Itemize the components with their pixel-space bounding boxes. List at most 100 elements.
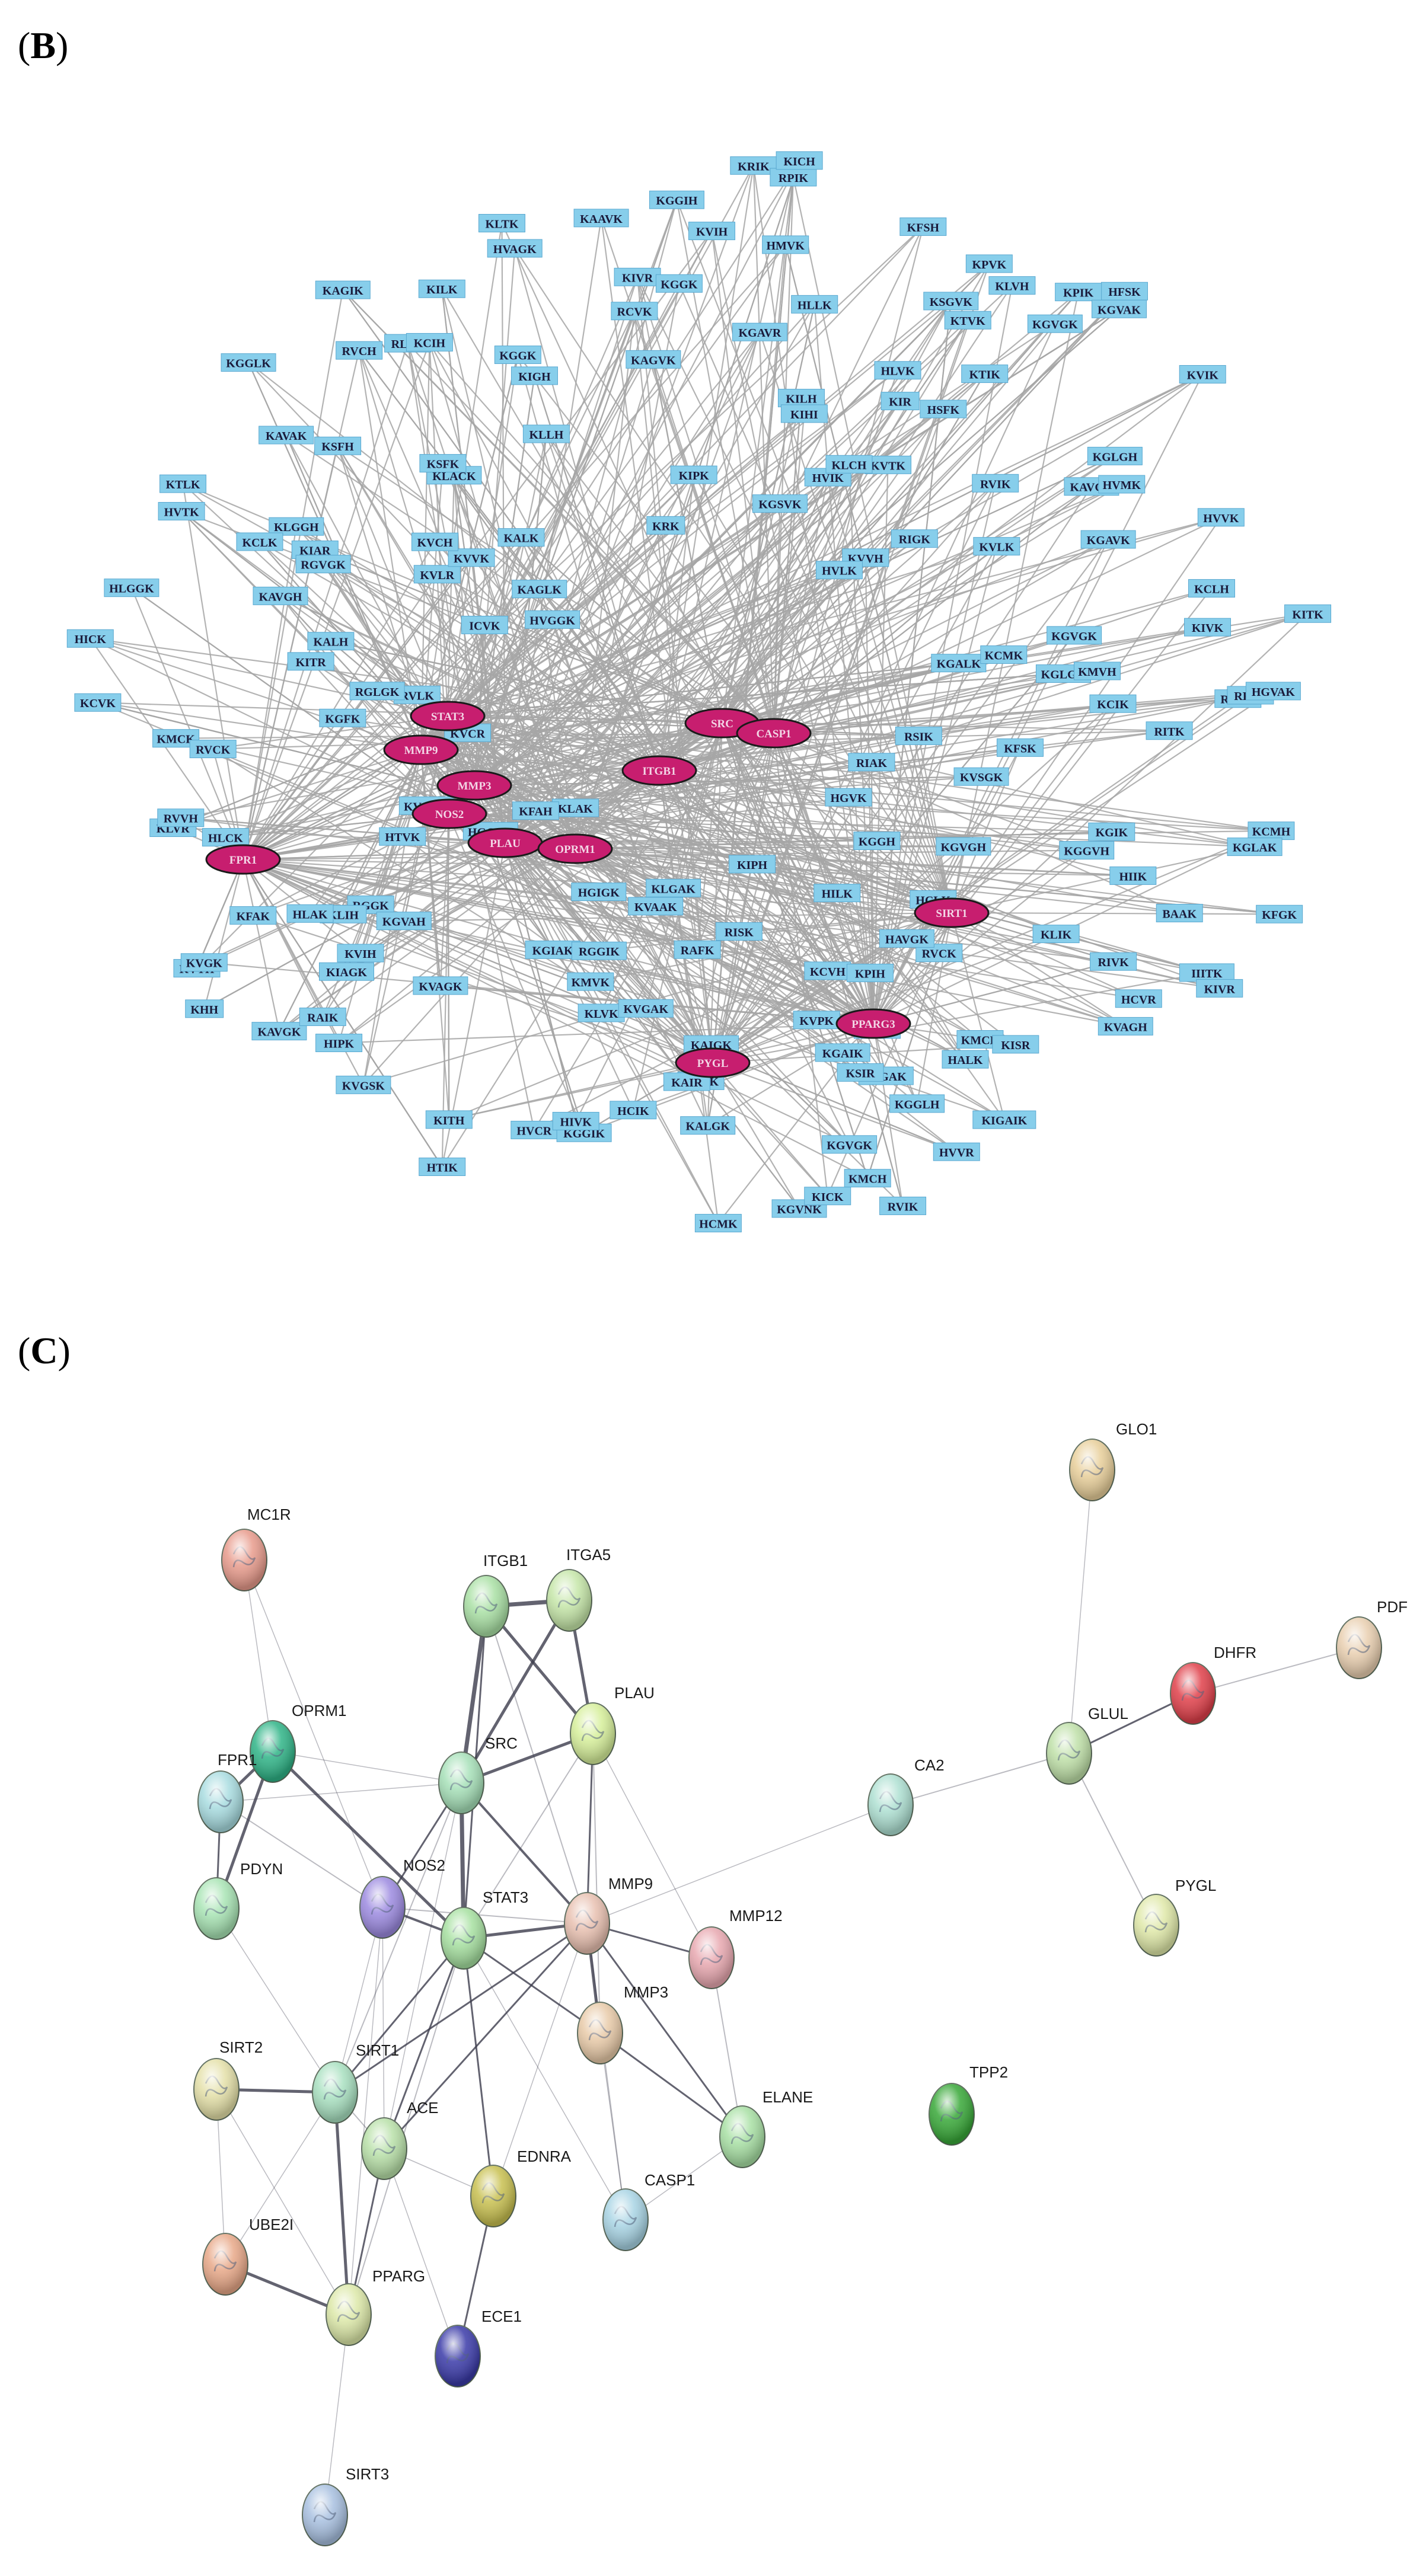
peptide-node-label: KITR: [296, 656, 327, 669]
peptide-node-kalk: KALK: [497, 528, 545, 547]
protein-node-label: CASP1: [645, 2171, 695, 2189]
network-c-edge-src-mmp9: [460, 1782, 588, 1925]
protein-node-bubble: [250, 1720, 296, 1783]
peptide-node-kalgk: KALGK: [680, 1116, 736, 1135]
protein-node-mmp3: MMP3: [577, 1983, 668, 2064]
peptide-node-box: [419, 454, 467, 473]
network-b-edge: [722, 319, 969, 724]
network-b-edge: [773, 733, 918, 1104]
peptide-node-label: KGGK: [499, 350, 537, 363]
network-b-edge: [707, 1023, 874, 1126]
peptide-node-label: IIITK: [1191, 967, 1223, 980]
peptide-node-label: KFAH: [519, 806, 553, 819]
peptide-node-box: [286, 904, 334, 923]
protein-node-label: SRC: [485, 1734, 518, 1752]
network-b-edge: [951, 912, 1139, 999]
peptide-node-label: KMCK: [157, 733, 195, 746]
network-b-edge: [722, 723, 908, 939]
peptide-node-ksgvk: KSGVK: [923, 292, 979, 311]
peptide-node-box: [269, 517, 324, 536]
peptide-node-box: [670, 465, 717, 484]
peptide-node-label: KGVGK: [1032, 318, 1078, 331]
peptide-node-kgglk: KGGLK: [221, 353, 276, 372]
protein-structure-icon: [371, 1893, 394, 1915]
network-b-edge: [243, 503, 781, 860]
peptide-node-box: [923, 292, 979, 311]
peptide-node-kcmk: KCMK: [980, 645, 1028, 664]
network-b-edge: [447, 301, 952, 717]
peptide-node-hvagk: HVAGK: [487, 239, 543, 258]
network-c-edge-sirt1-ube2i: [225, 2092, 336, 2265]
network-b-edge: [659, 770, 1016, 1045]
network-b-edge: [243, 413, 805, 860]
peptide-node-label: KTLK: [166, 478, 200, 491]
protein-structure-icon: [205, 1894, 228, 1916]
network-b-edges: [90, 160, 1309, 1224]
network-b-edge: [90, 638, 422, 751]
peptide-node-label: KGVAK: [1098, 303, 1141, 317]
network-c-edge-ube2i-pparg: [225, 2262, 349, 2316]
peptide-node-rcvk: RCVK: [611, 302, 658, 321]
network-b-edge: [436, 574, 451, 814]
peptide-node-box: [418, 279, 465, 298]
peptide-node-box: [879, 1196, 927, 1215]
network-c-edge-mmp9-casp1: [586, 1923, 626, 2220]
network-b-edge: [722, 285, 1013, 724]
peptide-node-kvlk: KVLK: [973, 537, 1020, 556]
peptide-node-hcmk: HCMK: [694, 1214, 742, 1233]
network-b-edge: [446, 276, 639, 717]
peptide-node-label: HVVR: [939, 1146, 974, 1159]
network-c-edge-src-stat3: [459, 1782, 466, 1939]
peptide-node-label: HCMK: [699, 1218, 738, 1231]
target-node-ellipse: [383, 734, 459, 765]
peptide-node-box: [571, 883, 627, 902]
peptide-node-box: [1073, 661, 1121, 680]
peptide-node-box: [315, 280, 371, 299]
protein-structure-icon: [209, 1788, 232, 1810]
peptide-node-label: KCIK: [1097, 698, 1129, 711]
network-b-edge: [773, 503, 781, 734]
network-b-edge: [420, 749, 1087, 851]
network-b-edge: [712, 846, 964, 1063]
peptide-node-kvvk: KVVK: [448, 548, 495, 567]
peptide-node-box: [846, 963, 894, 982]
target-node-ellipse: [621, 755, 697, 786]
network-b-edge: [599, 912, 952, 952]
network-c-edge-nos2-pparg: [348, 1907, 383, 2315]
network-c-edge-stat3-ace: [383, 1938, 465, 2149]
peptide-node-box: [815, 561, 863, 580]
peptide-node-label: HALK: [948, 1054, 983, 1067]
peptide-node-hlvk: HLVK: [874, 361, 921, 380]
peptide-node-baak: BAAK: [1156, 903, 1203, 922]
protein-node-label: ITGB1: [483, 1552, 528, 1570]
peptide-node-label: KHH: [190, 1003, 218, 1017]
peptide-node-kcmh: KCMH: [1248, 822, 1295, 840]
network-c-edge-pparg-sirt3: [324, 2314, 349, 2516]
protein-node-glo1: GLO1: [1069, 1420, 1157, 1501]
protein-node-shine: [578, 2002, 623, 2064]
network-b-edge: [243, 624, 486, 860]
network-c-edge-stat3-sirt1: [334, 1938, 465, 2093]
protein-node-shine: [1070, 1439, 1115, 1501]
protein-structure-icon: [557, 1586, 581, 1608]
network-c-edge-mmp9-ca2: [586, 1804, 891, 1924]
network-b-edge: [951, 846, 1255, 914]
peptide-node-box: [522, 424, 570, 443]
protein-node-bubble: [1133, 1894, 1179, 1957]
network-b-edge: [243, 226, 924, 860]
peptide-node-label: KVSGK: [960, 771, 1003, 784]
protein-node-bubble: [193, 2058, 240, 2121]
peptide-node-label: HLCK: [208, 832, 243, 845]
protein-node-label: ITGA5: [566, 1546, 611, 1564]
peptide-node-box: [185, 999, 224, 1018]
peptide-node-box: [780, 404, 828, 423]
peptide-node-rafk: RAFK: [674, 940, 721, 959]
network-b-edge: [633, 1022, 874, 1111]
network-b-edge: [173, 715, 448, 829]
peptide-node-box: [626, 350, 681, 369]
target-node-ellipse: [675, 1047, 751, 1078]
network-b-edge: [712, 1062, 957, 1153]
peptide-node-box: [251, 1022, 307, 1041]
protein-node-label: PDF: [1377, 1598, 1408, 1616]
network-b-edge: [447, 715, 919, 737]
